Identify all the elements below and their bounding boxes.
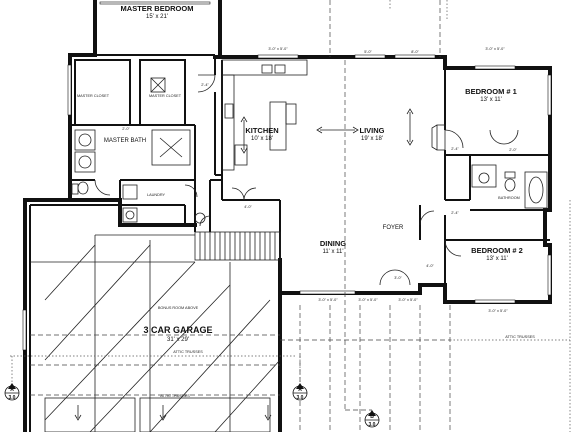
dining-size: 11' x 11' [322,249,343,255]
dimension-labels: 2'-4" 2'-4" 2'-4" 2'-0" 2'-0" 4'-0" 4'-0… [122,47,517,313]
dimension-label: 2'-4" [451,211,459,215]
dimension-label: 2'-0" [509,148,517,152]
garage-trusses [30,234,281,432]
dimension-label: 3'-0" x 5'-0" [485,47,505,51]
master-suite-wall-right [213,0,222,59]
master-closet-left-label: MASTER CLOSET [77,94,110,98]
bedroom1-label: BEDROOM # 1 [465,87,517,96]
kitchen-size: 10' x 18' [251,136,273,142]
foyer-label: FOYER [383,225,404,231]
master-closet-right-label: MASTER CLOSET [149,94,182,98]
master-toilet [77,181,89,195]
master-shower [151,129,191,166]
section-marker-a-left: A 3.0 [4,383,20,401]
fixtures [71,59,548,261]
master-suite-wall [23,0,97,432]
dimension-label: 3'-0" x 5'-0" [268,47,288,51]
dimension-label: 3'-0" x 5'-0" [488,309,508,313]
dimension-label: 2'-4" [201,83,209,87]
range [224,103,234,119]
windows [22,1,552,351]
dimension-label: 3'-0" x 5'-0" [358,298,378,302]
fireplace [436,124,446,151]
section-marker-b-bottom: B 3.0 [364,410,380,428]
section-marker-a-right: A 3.0 [292,383,308,401]
dimension-label: 5'-0" [364,50,372,54]
master-bath-label: MASTER BATH [104,138,146,144]
dimension-label: 8'-0" [411,50,419,54]
bedroom1-size: 13' x 11' [480,97,502,103]
section-a-sheet: 3.0 [9,395,16,401]
tub [524,171,548,209]
laundry-label: LAUNDRY [147,193,166,197]
living-label: LIVING [359,126,384,135]
bonus-room-note: BONUS ROOM ABOVE [158,306,199,310]
kitchen-island [269,101,287,151]
master-tub [74,129,96,151]
stairs [194,231,281,261]
bedroom2-size: 13' x 11' [486,256,508,262]
kitchen-label: KITCHEN [245,126,278,135]
dimension-label: 2'-0" [122,127,130,131]
notes: BONUS ROOM ABOVE ATTIC TRUSSES ATTIC TRU… [158,306,535,398]
garage-top-wall [23,198,197,227]
dimension-label: 3'-0" x 5'-0" [318,298,338,302]
section-b-sheet: 3.0 [369,422,376,428]
section-b-letter: B [370,414,374,420]
reference-lines [10,0,571,432]
room-labels: MASTER BEDROOM 15' x 21' MASTER CLOSET M… [77,4,523,343]
dimension-label: 2'-4" [451,147,459,151]
span-arrows [240,108,414,154]
water-heater [194,212,206,224]
living-size: 19' x 18' [361,136,383,142]
section-a-sheet: 3.0 [297,395,304,401]
dimension-label: 4'-0" [244,205,252,209]
garage-size: 31' x 29' [167,337,189,343]
exterior-walls [23,0,552,432]
section-a-letter: A [10,387,14,393]
master-bedroom-size: 15' x 21' [146,14,168,20]
bathroom-label: BATHROOM [498,196,520,200]
attic-trusses-note: ATTIC TRUSSES [505,335,535,339]
dimension-label: 3'-0" x 5'-0" [398,298,418,302]
doors [94,74,519,286]
section-a-letter: A [298,387,302,393]
attic-trusses-note: ATTIC TRUSSES [160,394,190,398]
dimension-label: 4'-0" [426,264,434,268]
attic-trusses-note: ATTIC TRUSSES [173,350,203,354]
dining-bottom-wall [278,258,447,304]
garage-label: 3 CAR GARAGE [143,325,212,335]
dining-label: DINING [320,239,346,248]
master-bedroom-label: MASTER BEDROOM [121,4,194,13]
bedroom2-label: BEDROOM # 2 [471,246,523,255]
dimension-label: 3'-0" [394,276,402,280]
